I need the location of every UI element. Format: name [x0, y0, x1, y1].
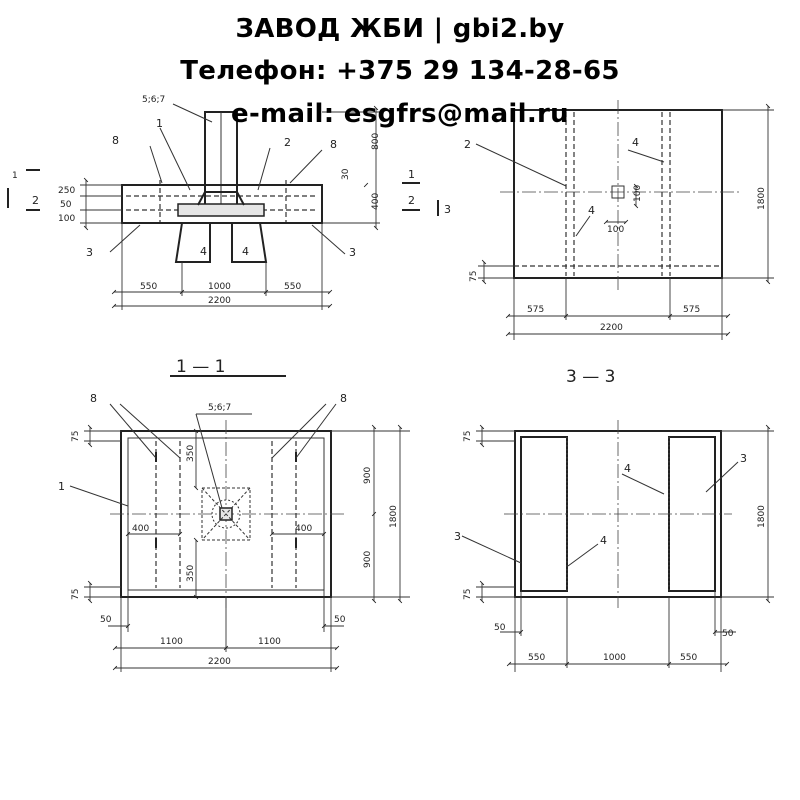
sec1-dim-350-bottom: 350 [186, 565, 196, 582]
dim-50: 50 [60, 200, 72, 210]
sec3-dim-550-left: 550 [528, 653, 545, 663]
pos-8-right: 8 [330, 138, 337, 151]
dim-550-right: 550 [284, 282, 301, 292]
header-company: ЗАВОД ЖБИ | gbi2.by [235, 14, 565, 44]
embedded-plate [177, 203, 265, 217]
side-dim-100-b: 100 [607, 225, 624, 235]
sec1-dim-1800: 1800 [389, 505, 399, 528]
dim-30: 30 [341, 168, 351, 180]
side-dim-75: 75 [469, 271, 479, 282]
section-marker-2-right: 2 [408, 194, 415, 207]
sec3-pos-4-bottom: 4 [600, 534, 607, 547]
sec3-pos-3-left: 3 [454, 530, 461, 543]
dim-1000: 1000 [208, 282, 231, 292]
section-marker-1-left: 1 [12, 171, 18, 181]
header-phone: Телефон: +375 29 134-28-65 [180, 56, 620, 86]
side-dim-1800: 1800 [757, 187, 767, 210]
sec1-dim-900-bottom: 900 [363, 551, 373, 568]
side-pos-4-b: 4 [588, 204, 595, 217]
side-opening [611, 185, 625, 199]
dim-550-left: 550 [140, 282, 157, 292]
header-email: e-mail: esgfrs@mail.ru [231, 99, 569, 129]
pos-4-left: 4 [200, 245, 207, 258]
pos-2: 2 [284, 136, 291, 149]
sec1-dim-1100-left: 1100 [160, 637, 183, 647]
dim-250: 250 [58, 186, 75, 196]
sec1-dim-50-right: 50 [334, 615, 346, 625]
pos-3-left: 3 [86, 246, 93, 259]
pos-8-left: 8 [112, 134, 119, 147]
side-dim-575-right: 575 [683, 305, 700, 315]
sec1-dim-2200: 2200 [208, 657, 231, 667]
front-view: 550 1000 550 2200 250 50 100 800 400 30 … [7, 95, 451, 310]
support-left [174, 222, 211, 263]
section-marker-2-left: 2 [32, 194, 39, 207]
sec3-pos-4-top: 4 [624, 462, 631, 475]
section-marker-3: 3 [444, 203, 451, 216]
pos-1: 1 [156, 117, 163, 130]
sec1-pos-8-right: 8 [340, 392, 347, 405]
section-3-3-title: 3 — 3 [566, 367, 615, 387]
sec1-dim-350-top: 350 [186, 445, 196, 462]
section-1-1: 1 — 1 8 8 5;6;7 1 350 [58, 357, 410, 672]
sec1-dim-75-bottom: 75 [71, 589, 81, 600]
side-dim-2200: 2200 [600, 323, 623, 333]
sec3-dim-550-right: 550 [680, 653, 697, 663]
sec3-dim-1000: 1000 [603, 653, 626, 663]
side-pos-2: 2 [464, 138, 471, 151]
sec3-dim-1800: 1800 [757, 505, 767, 528]
section-1-1-title: 1 — 1 [176, 357, 225, 377]
pos-4-right: 4 [242, 245, 249, 258]
callout-5-6-7: 5;6;7 [142, 95, 165, 105]
section-marker-1-right: 1 [408, 168, 415, 181]
sec1-pos-8-left: 8 [90, 392, 97, 405]
side-dim-100-a: 100 [633, 185, 643, 202]
dim-400: 400 [371, 193, 381, 210]
sec1-callout-5-6-7: 5;6;7 [208, 403, 231, 413]
sec1-dim-1100-right: 1100 [258, 637, 281, 647]
sec1-pos-1: 1 [58, 480, 65, 493]
dim-800: 800 [371, 133, 381, 150]
sec1-dim-400-right: 400 [295, 524, 312, 534]
dim-100: 100 [58, 214, 75, 224]
sec1-dim-400-left: 400 [132, 524, 149, 534]
sec3-dim-50-right: 50 [722, 629, 734, 639]
side-dim-575-left: 575 [527, 305, 544, 315]
sec1-dim-900-top: 900 [363, 467, 373, 484]
section-3-3: 3 — 3 4 3 3 4 75 75 1800 [454, 367, 774, 672]
sec3-pos-3-right: 3 [740, 452, 747, 465]
side-view: 100 100 2 4 4 1800 75 575 575 2200 [464, 100, 774, 340]
support-right [231, 222, 268, 263]
sec1-dim-50-left: 50 [100, 615, 112, 625]
column-base-flare [197, 191, 245, 206]
side-pos-4-a: 4 [632, 136, 639, 149]
sec3-dim-75-bottom: 75 [463, 589, 473, 600]
pos-3-right: 3 [349, 246, 356, 259]
dim-2200: 2200 [208, 296, 231, 306]
sec3-dim-50-left: 50 [494, 623, 506, 633]
base-slab [121, 184, 323, 224]
sec3-dim-75-top: 75 [463, 431, 473, 442]
sec1-dim-75-top: 75 [71, 431, 81, 442]
